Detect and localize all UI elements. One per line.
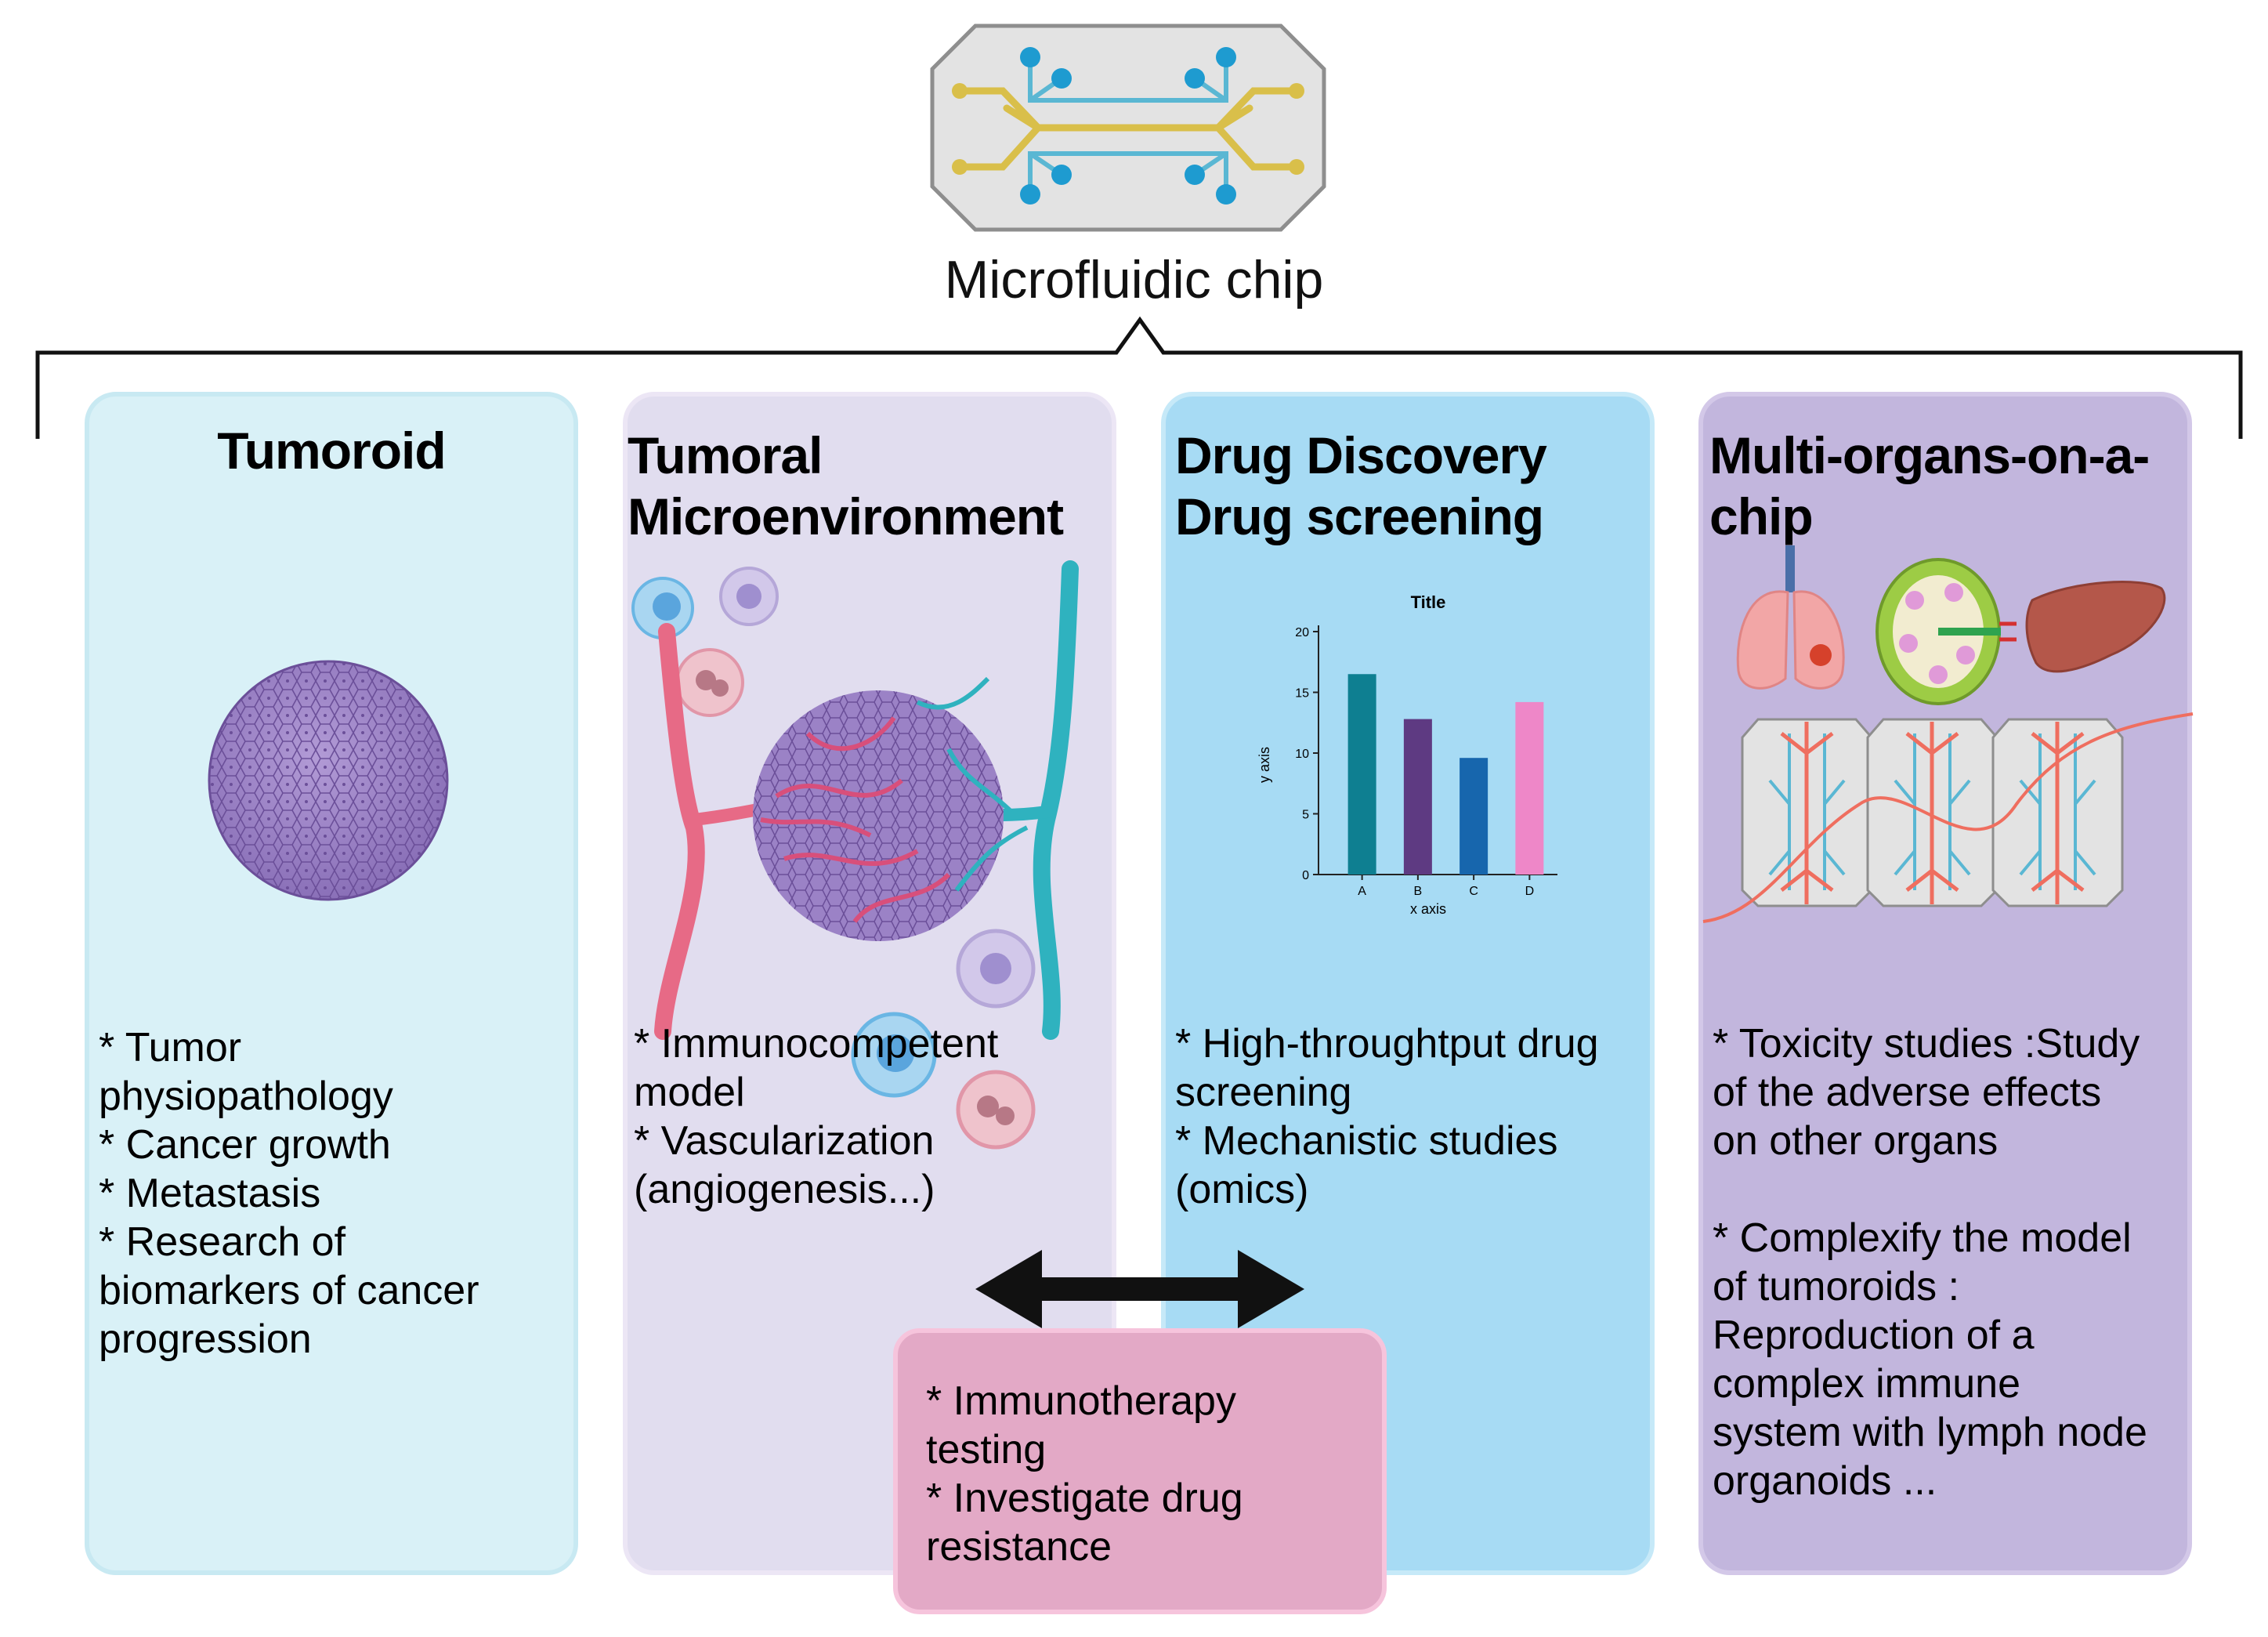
- bullet-line: screening: [1175, 1070, 1352, 1115]
- x-tick-label: D: [1525, 885, 1535, 898]
- bar-C: [1460, 758, 1488, 875]
- organ-chip-icon: [1866, 718, 1999, 907]
- chip-label: Microfluidic chip: [944, 250, 1324, 310]
- shared-box-immunotherapy: * Immunotherapy testing * Investigate dr…: [893, 1328, 1387, 1614]
- bullet-line: * Research of: [99, 1219, 346, 1265]
- bullet-line: Reproduction of a: [1713, 1313, 2035, 1358]
- y-tick-label: 0: [1302, 869, 1309, 882]
- y-tick-label: 10: [1295, 748, 1309, 761]
- y-tick-label: 5: [1302, 809, 1309, 822]
- bullet-line: model: [634, 1070, 745, 1115]
- bullet-line: organoids ...: [1713, 1458, 1937, 1504]
- panel-tumoral-microenvironment: Tumoral Microenvironment * Immunocompete…: [623, 392, 1116, 1575]
- tumoroid-spheroid-icon: [208, 660, 449, 901]
- bullet-line: * Vascularization: [634, 1118, 935, 1164]
- panel-title: Tumoral Microenvironment: [628, 425, 1064, 547]
- panel-title-line: Drug screening: [1175, 487, 1544, 545]
- immune-cell-icon: [956, 1070, 1036, 1150]
- y-tick-label: 15: [1295, 687, 1309, 701]
- bullet-line: of the adverse effects: [1713, 1070, 2102, 1115]
- microfluidic-chip-icon: [930, 24, 1326, 232]
- lung-icon: [1736, 545, 1845, 690]
- bullet-line: testing: [926, 1427, 1047, 1472]
- y-tick-label: 20: [1295, 626, 1309, 639]
- x-tick-label: C: [1469, 885, 1478, 898]
- bullet-line: * Cancer growth: [99, 1122, 391, 1168]
- y-axis-label: y axis: [1257, 747, 1272, 783]
- bullet-line: * High-throughtput drug: [1175, 1021, 1599, 1067]
- panel-tumoroid: Tumoroid * Tumor physiopathology * Cance…: [85, 392, 578, 1575]
- bullet-list: * Immunotherapy testing * Investigate dr…: [926, 1377, 1243, 1571]
- bullet-line: * Complexify the model: [1713, 1215, 2132, 1261]
- chart-title: Title: [1411, 592, 1446, 612]
- bullet-line: on other organs: [1713, 1118, 1999, 1164]
- bullet-line: system with lymph node: [1713, 1410, 2147, 1455]
- immune-cell-icon: [719, 567, 779, 626]
- bullet-line: [1713, 1165, 2147, 1214]
- bullet-line: of tumoroids :: [1713, 1264, 1960, 1309]
- x-tick-label: B: [1414, 885, 1423, 898]
- panel-multi-organs: Multi-organs-on-a- chip: [1698, 392, 2194, 1575]
- bullet-line: * Immunotherapy: [926, 1378, 1236, 1424]
- bullet-line: * Immunocompetent: [634, 1021, 999, 1067]
- bullet-list: * High-throughtput drug screening * Mech…: [1175, 1020, 1599, 1214]
- immune-cell-icon: [851, 1012, 937, 1098]
- bar-chart: Title y axis x axis 0 5 10 15 20A B C D: [1257, 592, 1557, 917]
- panel-title: Drug Discovery Drug screening: [1175, 425, 1547, 547]
- bracket-connector: [35, 316, 2243, 439]
- bullet-line: * Toxicity studies :Study: [1713, 1021, 2140, 1067]
- panel-title-line: Multi-organs-on-a-: [1709, 426, 2150, 484]
- panel-title: Multi-organs-on-a- chip: [1709, 425, 2150, 547]
- bullet-line: biomarkers of cancer: [99, 1268, 479, 1313]
- x-axis-label: x axis: [1410, 901, 1446, 917]
- bullet-list: * Immunocompetent model * Vascularizatio…: [634, 1020, 998, 1214]
- bar-D: [1515, 701, 1544, 875]
- liver-icon: [2025, 581, 2166, 673]
- bullet-line: physiopathology: [99, 1074, 393, 1119]
- bullet-line: * Metastasis: [99, 1171, 321, 1216]
- bullet-line: (omics): [1175, 1167, 1309, 1212]
- vascularized-tumor-icon: [631, 560, 1079, 1150]
- x-tick-label: A: [1358, 885, 1366, 898]
- bullet-line: progression: [99, 1316, 312, 1362]
- immune-cell-icon: [675, 648, 744, 717]
- organs-illustration: [1702, 545, 2194, 923]
- double-arrow-icon: [975, 1250, 1304, 1328]
- panel-title-line: Tumoral: [628, 426, 823, 484]
- bullet-line: * Tumor: [99, 1025, 242, 1070]
- organ-chip-icon: [1741, 718, 1873, 907]
- panel-title-line: Drug Discovery: [1175, 426, 1547, 484]
- panel-title-line: Microenvironment: [628, 487, 1064, 545]
- panel-drug-discovery: Drug Discovery Drug screening Title y ax…: [1161, 392, 1655, 1575]
- bullet-line: (angiogenesis...): [634, 1167, 935, 1212]
- bullet-line: complex immune: [1713, 1361, 2021, 1407]
- panel-title: Tumoroid: [89, 420, 573, 481]
- bullet-line: * Investigate drug: [926, 1476, 1243, 1521]
- bullet-list: * Tumor physiopathology * Cancer growth …: [99, 1023, 479, 1364]
- bullet-line: * Mechanistic studies: [1175, 1118, 1558, 1164]
- bullet-line: resistance: [926, 1524, 1112, 1570]
- bullet-list: * Toxicity studies :Study of the adverse…: [1713, 1020, 2147, 1505]
- bar-B: [1403, 719, 1432, 875]
- bar-A: [1347, 674, 1376, 875]
- panel-title-line: Tumoroid: [217, 422, 446, 480]
- immune-cell-icon: [956, 929, 1036, 1009]
- immune-cell-icon: [631, 577, 694, 639]
- lymph-node-icon: [1876, 558, 2017, 705]
- panel-title-line: chip: [1709, 487, 1814, 545]
- organ-chip-icon: [1991, 718, 2124, 907]
